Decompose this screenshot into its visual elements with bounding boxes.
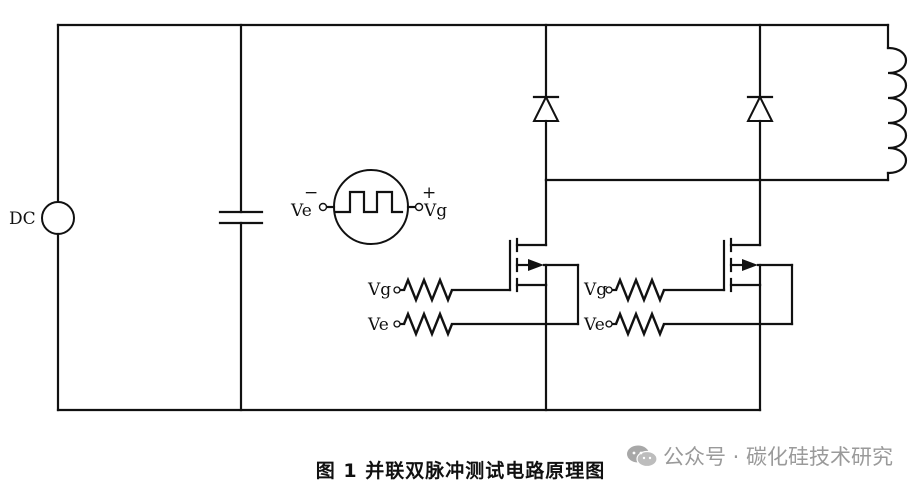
- generator-ve-label: Ve: [290, 201, 312, 221]
- figure-caption: 图 1 并联双脉冲测试电路原理图: [315, 460, 606, 482]
- vg-terminal-icon: [414, 202, 424, 212]
- freewheel-diode-2: [746, 23, 774, 182]
- freewheel-diode-1: [532, 23, 560, 182]
- mosfet-switch-1: [393, 178, 580, 412]
- generator-vg-label: Vg: [423, 201, 447, 221]
- load-inductor: [544, 23, 907, 182]
- wechat-icon: [626, 445, 658, 468]
- watermark-text: 公众号 · 碳化硅技术研究: [662, 445, 893, 469]
- watermark: 公众号 · 碳化硅技术研究: [625, 441, 893, 471]
- ve-terminal-icon: [318, 202, 328, 212]
- generator-minus-sign: −: [304, 183, 318, 203]
- switch1-vg-label: Vg: [367, 280, 391, 300]
- dc-source-symbol: [41, 201, 75, 235]
- double-pulse-generator: [318, 169, 424, 245]
- switch1-ve-label: Ve: [367, 315, 389, 335]
- dc-label: DC: [9, 209, 36, 229]
- dc-link-capacitor: [218, 23, 264, 412]
- switch2-ve-label: Ve: [583, 315, 605, 335]
- dc-source-branch: [41, 23, 75, 412]
- mosfet-switch-2: [605, 178, 794, 412]
- switch2-vg-label: Vg: [583, 280, 607, 300]
- generator-plus-sign: +: [422, 183, 436, 203]
